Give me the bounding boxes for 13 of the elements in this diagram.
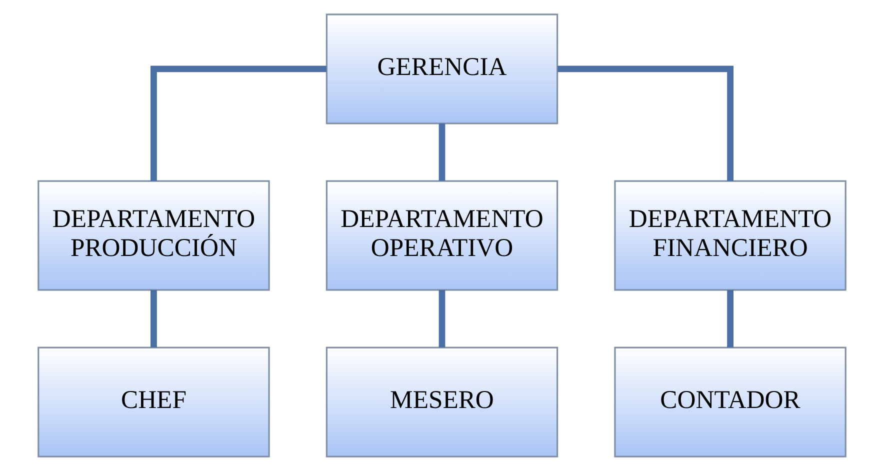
connector: [150, 66, 326, 181]
node-box: CHEF: [37, 346, 270, 458]
node-box: DEPARTAMENTO FINANCIERO: [614, 180, 846, 291]
connector: [438, 290, 445, 348]
node-box: DEPARTAMENTO PRODUCCIÓN: [37, 180, 270, 291]
node-box: GERENCIA: [325, 14, 558, 124]
node-box: MESERO: [325, 346, 558, 458]
connector: [726, 290, 733, 348]
connector: [438, 123, 445, 181]
connector: [557, 66, 733, 181]
connector: [150, 290, 156, 348]
node-box: CONTADOR: [614, 346, 846, 458]
node-box: DEPARTAMENTO OPERATIVO: [325, 180, 558, 291]
